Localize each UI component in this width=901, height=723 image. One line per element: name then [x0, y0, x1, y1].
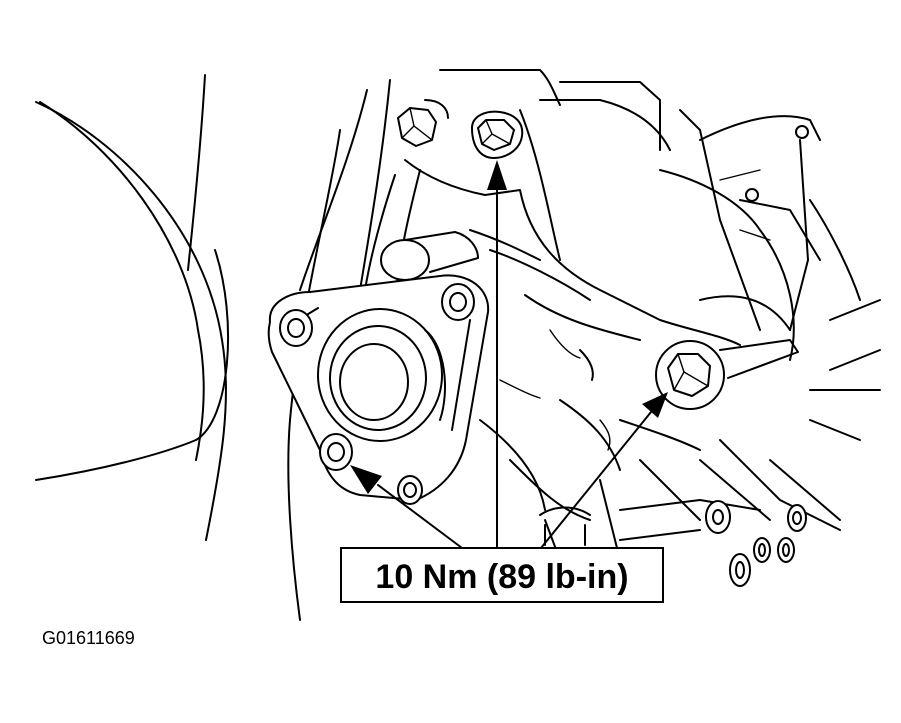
leader-arrow-lower-left-bolt	[350, 465, 463, 549]
engine-block-edges	[187, 74, 391, 621]
right-bracket-bolt	[655, 339, 799, 410]
crankshaft-pulley-outline	[35, 101, 230, 541]
plate-center-hub	[317, 308, 446, 442]
torque-callout: 10 Nm (89 lb-in)	[340, 547, 664, 603]
plate-hole-right	[441, 283, 475, 321]
figure-id: G01611669	[42, 628, 135, 648]
plate-hole-left	[279, 309, 313, 347]
upper-center-bolt	[471, 110, 524, 159]
leader-arrow-right-bolt	[540, 392, 668, 549]
plate-hole-bottom-left	[319, 433, 353, 471]
upper-left-bolt	[397, 99, 449, 147]
plate-hole-bottom	[397, 475, 423, 505]
lower-right-bracket	[619, 439, 841, 587]
torque-callout-label: 10 Nm (89 lb-in)	[375, 558, 628, 596]
cylinder-boss	[380, 231, 479, 281]
alternator-mounting-bracket	[364, 69, 741, 561]
leader-arrow-upper-bolt	[487, 160, 507, 549]
alternator-housing	[659, 109, 881, 441]
